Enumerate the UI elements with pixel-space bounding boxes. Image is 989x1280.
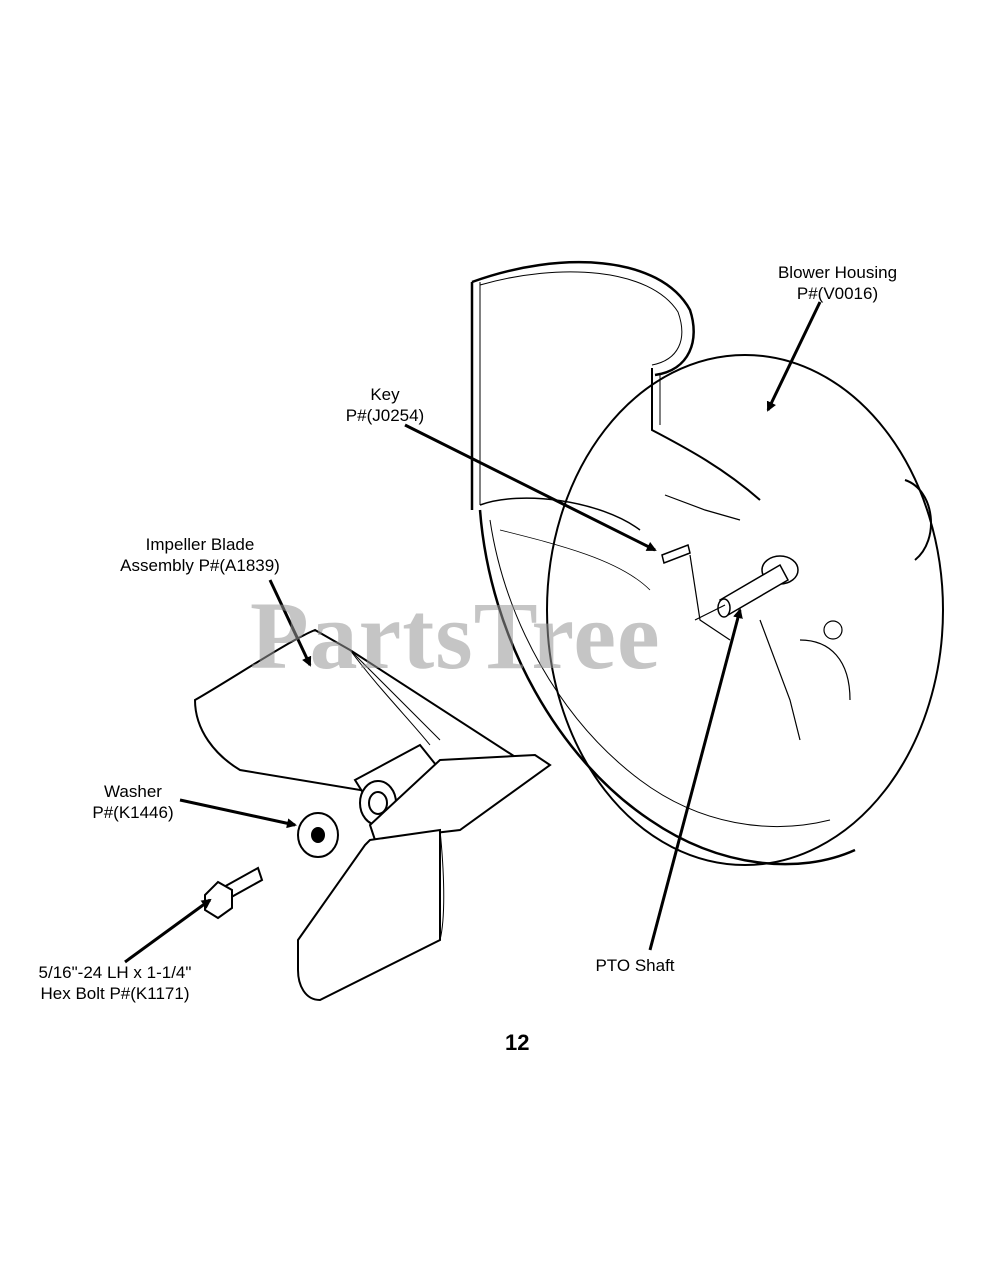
watermark: PartsTree xyxy=(250,582,661,689)
key-part: P#(J0254) xyxy=(345,406,425,425)
impeller-blade-drawing xyxy=(193,628,552,1002)
arrow-hex-bolt xyxy=(124,898,212,964)
page-number: 12 xyxy=(505,1030,530,1055)
washer-part: P#(K1446) xyxy=(92,803,174,822)
blower-housing-part: P#(V0016) xyxy=(796,284,879,303)
blower-housing-name: Blower Housing xyxy=(777,263,898,282)
label-impeller: Impeller Blade Assembly P#(A1839) xyxy=(100,534,300,576)
label-key: Key P#(J0254) xyxy=(330,384,440,426)
label-hex-bolt: 5/16"-24 LH x 1-1/4" Hex Bolt P#(K1171) xyxy=(15,962,215,1004)
key-name: Key xyxy=(370,385,400,404)
arrow-blower-housing xyxy=(766,301,822,412)
pto-shaft-name: PTO Shaft xyxy=(595,956,675,975)
arrow-key xyxy=(404,423,657,552)
washer-drawing xyxy=(297,812,339,858)
label-pto-shaft: PTO Shaft xyxy=(580,955,690,976)
impeller-name: Impeller Blade xyxy=(145,535,255,554)
label-washer: Washer P#(K1446) xyxy=(78,781,188,823)
arrow-impeller xyxy=(268,579,312,667)
washer-name: Washer xyxy=(104,782,162,801)
impeller-part: Assembly P#(A1839) xyxy=(120,556,280,575)
blower-housing-drawing xyxy=(470,260,944,866)
hex-bolt-name: 5/16"-24 LH x 1-1/4" xyxy=(38,963,192,982)
label-blower-housing: Blower Housing P#(V0016) xyxy=(760,262,915,304)
arrow-washer xyxy=(179,798,297,829)
hex-bolt-drawing xyxy=(204,866,264,920)
callout-arrows xyxy=(124,301,822,964)
arrow-pto-shaft xyxy=(648,608,743,951)
hex-bolt-part: Hex Bolt P#(K1171) xyxy=(40,984,190,1003)
